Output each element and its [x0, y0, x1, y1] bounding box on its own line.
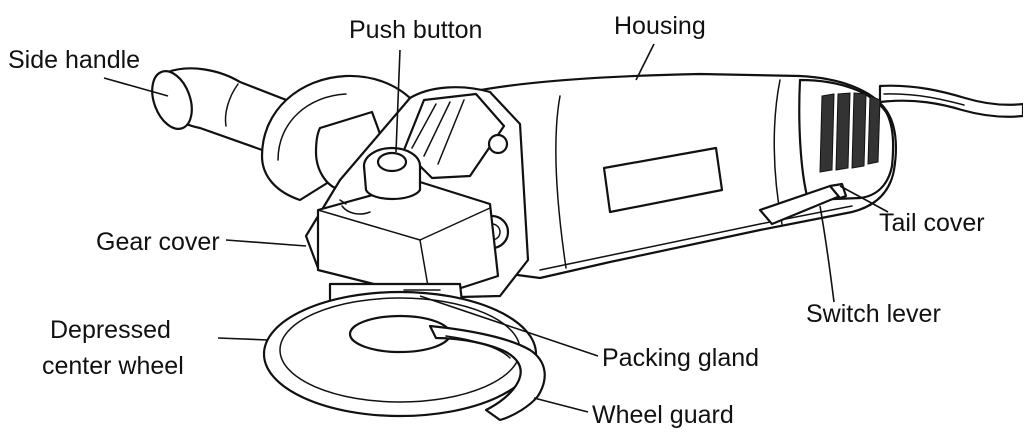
label-wheel-guard: Wheel guard — [592, 401, 734, 429]
leader-wheel-guard — [533, 397, 589, 413]
leader-side-handle — [103, 77, 169, 97]
label-switch-lever: Switch lever — [806, 300, 941, 328]
label-tail-cover: Tail cover — [879, 209, 985, 237]
leader-gear-cover — [225, 239, 307, 247]
label-depressed-wheel-line2: center wheel — [42, 352, 184, 380]
label-depressed-wheel-line1: Depressed — [50, 316, 171, 344]
label-gear-cover: Gear cover — [96, 228, 220, 256]
wheel-guard-graphic — [428, 324, 546, 422]
leader-switch-lever — [819, 205, 835, 303]
label-packing-gland: Packing gland — [602, 344, 759, 372]
leader-depressed-wheel — [217, 337, 269, 341]
leader-housing — [635, 43, 655, 81]
label-side-handle: Side handle — [8, 46, 140, 74]
tail-cover-graphic — [798, 78, 895, 202]
label-push-button: Push button — [349, 16, 482, 44]
callout-labels: Side handle Push button Housing Gear cov… — [8, 12, 985, 429]
leader-push-button — [395, 49, 401, 153]
leader-lines — [103, 43, 889, 413]
vent-grille — [819, 92, 881, 173]
leader-packing-gland — [419, 295, 599, 357]
label-housing: Housing — [614, 12, 706, 40]
push-button-graphic — [362, 146, 422, 200]
depressed-center-wheel-graphic — [262, 290, 538, 418]
switch-lever-graphic — [758, 182, 848, 226]
power-cord — [878, 84, 1023, 118]
angle-grinder-illustration — [151, 67, 1023, 422]
leader-tail-cover — [839, 185, 889, 213]
